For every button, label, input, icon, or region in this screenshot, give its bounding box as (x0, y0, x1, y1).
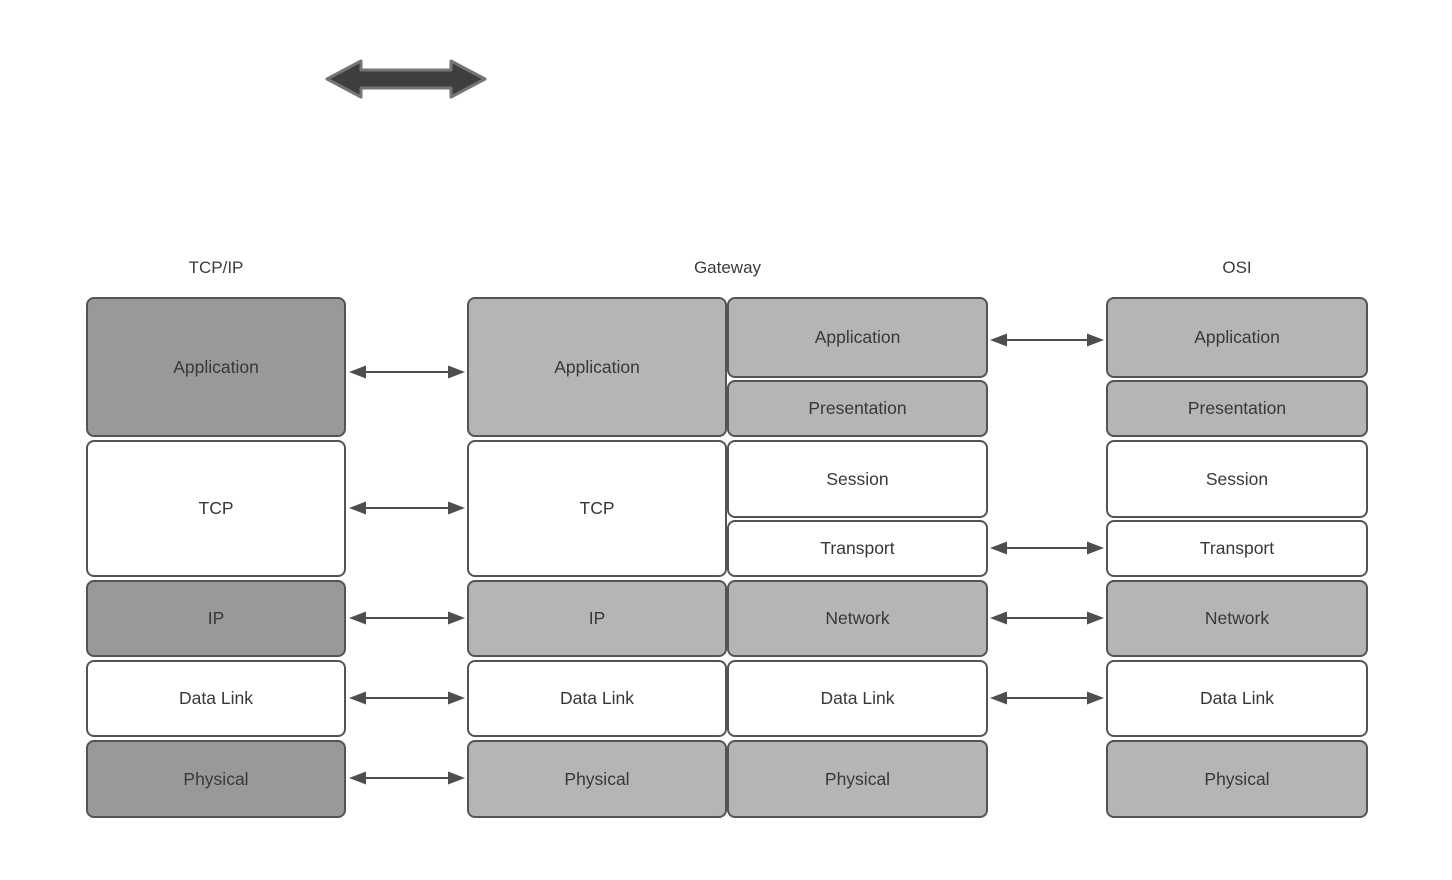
layer-label: Data Link (1200, 688, 1274, 708)
gateway-right-layer-data-link: Data Link (727, 660, 988, 737)
osi-layer-presentation: Presentation (1106, 380, 1368, 437)
gateway-right-layer-application: Application (727, 297, 988, 378)
column-header-osi: OSI (1222, 258, 1252, 277)
gateway-left-layer-data-link: Data Link (467, 660, 727, 737)
layer-label: Physical (183, 768, 249, 789)
layer-label: Physical (1204, 768, 1270, 789)
layer-label: Session (826, 468, 889, 489)
gateway-left-layer-physical: Physical (467, 740, 727, 818)
layer-label: Application (554, 356, 640, 377)
connector-gateway-osi-data-link (990, 691, 1104, 705)
column-header-tcpip: TCP/IP (188, 258, 244, 277)
column-header-gateway: Gateway (693, 258, 762, 277)
connector-tcpip-gateway-physical (349, 771, 465, 785)
tcpip-layer-application: Application (86, 297, 346, 437)
layer-label: IP (207, 608, 225, 628)
gateway-left-layer-tcp: TCP (467, 440, 727, 577)
layer-label: Data Link (560, 688, 634, 708)
osi-layer-physical: Physical (1106, 740, 1368, 818)
osi-layer-data-link: Data Link (1106, 660, 1368, 737)
layer-label: Presentation (1187, 398, 1287, 418)
tcpip-layer-ip: IP (86, 580, 346, 657)
gateway-right-layer-session: Session (727, 440, 988, 518)
layer-label: Physical (564, 768, 630, 789)
gateway-left-layer-ip: IP (467, 580, 727, 657)
layer-label: Presentation (808, 398, 907, 418)
layer-label: Transport (1199, 538, 1275, 558)
tcpip-layer-tcp: TCP (86, 440, 346, 577)
connector-tcpip-gateway-ip (349, 611, 465, 625)
osi-layer-transport: Transport (1106, 520, 1368, 577)
osi-layer-application: Application (1106, 297, 1368, 378)
layer-label: Application (814, 327, 901, 347)
layer-label: Transport (820, 538, 895, 558)
layer-label: IP (588, 608, 606, 628)
connector-tcpip-gateway-data-link (349, 691, 465, 705)
tcpip-layer-data-link: Data Link (86, 660, 346, 737)
layer-label: Physical (824, 768, 891, 789)
gateway-right-layer-transport: Transport (727, 520, 988, 577)
double-headed-arrow-icon (325, 59, 487, 99)
layer-label: Session (1205, 468, 1269, 489)
osi-layer-network: Network (1106, 580, 1368, 657)
layer-label: TCP (579, 498, 615, 518)
layer-label: Data Link (179, 688, 253, 708)
osi-layer-session: Session (1106, 440, 1368, 518)
layer-label: Application (1194, 327, 1280, 347)
tcpip-layer-physical: Physical (86, 740, 346, 818)
connector-gateway-osi-transport (990, 541, 1104, 555)
gateway-left-layer-application: Application (467, 297, 727, 437)
layer-label: Data Link (820, 688, 895, 708)
connector-gateway-osi-application (990, 333, 1104, 347)
layer-label: Network (1204, 608, 1270, 628)
gateway-right-layer-network: Network (727, 580, 988, 657)
connector-gateway-osi-network (990, 611, 1104, 625)
layer-label: Application (173, 356, 259, 377)
layer-label: Network (825, 608, 890, 628)
gateway-right-layer-physical: Physical (727, 740, 988, 818)
layer-label: TCP (198, 498, 234, 518)
connector-tcpip-gateway-tcp (349, 501, 465, 515)
connector-tcpip-gateway-application (349, 365, 465, 379)
gateway-right-layer-presentation: Presentation (727, 380, 988, 437)
